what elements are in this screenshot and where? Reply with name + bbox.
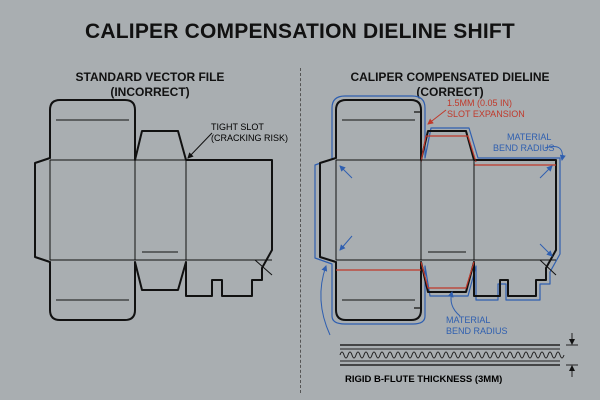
- panel-divider: [300, 68, 301, 393]
- compensated-dieline-outline: [319, 99, 557, 321]
- compensated-dieline: [314, 95, 566, 336]
- compensated-red-shift: [336, 135, 556, 289]
- slot-expansion-label-line1: 1.5MM (0.05 IN): [447, 98, 512, 108]
- slot-expansion-arrow: [427, 109, 447, 125]
- bend-radius-bottom-arrow: [447, 291, 461, 317]
- bend-direction-arrows: [339, 165, 553, 257]
- compensated-score-lines: [335, 119, 557, 301]
- standard-score-lines: [49, 119, 273, 301]
- bend-radius-bottom-label-line2: BEND RADIUS: [446, 326, 508, 336]
- right-heading-line1: CALIPER COMPENSATED DIELINE: [350, 70, 550, 84]
- bend-radius-left-arrow: [320, 265, 331, 336]
- flute-thickness-dimension: [566, 333, 578, 377]
- bend-radius-bottom-label-line1: MATERIAL: [446, 315, 490, 325]
- standard-dieline-outline: [34, 99, 273, 321]
- slot-expansion-label-line2: SLOT EXPANSION: [447, 109, 525, 119]
- slot-notch-marks: [414, 111, 422, 309]
- tight-slot-arrow: [187, 132, 213, 159]
- bend-radius-top-label-line2: BEND RADIUS: [493, 143, 555, 153]
- standard-dieline: [34, 99, 273, 321]
- left-heading-line2: (INCORRECT): [110, 85, 190, 99]
- compensated-blue-outline: [314, 95, 561, 325]
- left-heading-line1: STANDARD VECTOR FILE: [75, 70, 225, 84]
- bend-radius-top-arrow: [544, 146, 566, 161]
- b-flute-cross-section: [339, 344, 565, 366]
- flute-thickness-label: RIGID B-FLUTE THICKNESS (3MM): [345, 374, 502, 385]
- left-panel-heading: STANDARD VECTOR FILE (INCORRECT): [10, 70, 290, 100]
- tight-slot-label-line2: (CRACKING RISK): [211, 133, 288, 143]
- bend-radius-top-label-line1: MATERIAL: [507, 132, 551, 142]
- flute-wave: [339, 351, 565, 359]
- right-heading-line2: (CORRECT): [416, 85, 484, 99]
- tight-slot-label-line1: TIGHT SLOT: [211, 122, 264, 132]
- page-title: CALIPER COMPENSATION DIELINE SHIFT: [85, 20, 515, 43]
- right-panel-heading: CALIPER COMPENSATED DIELINE (CORRECT): [310, 70, 590, 100]
